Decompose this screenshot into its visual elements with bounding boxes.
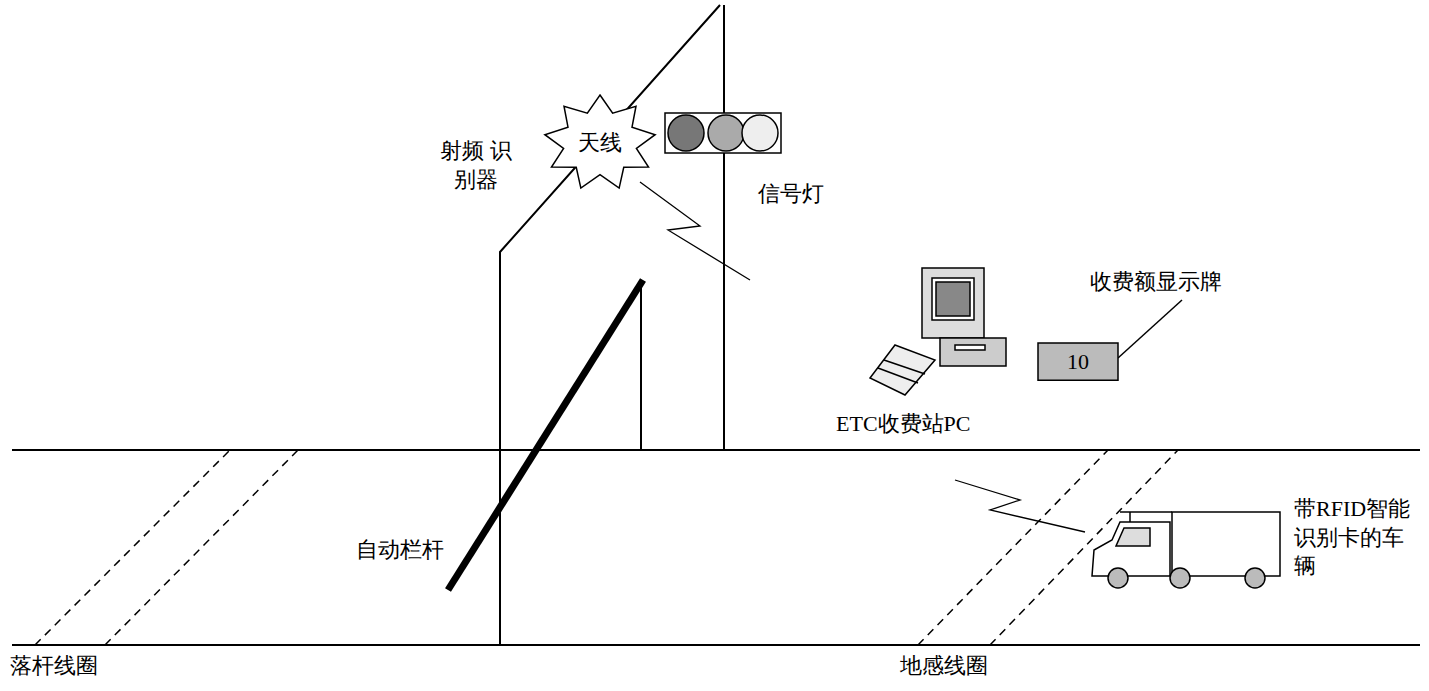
barrier-post [640,282,642,450]
node-text: 天线 [578,128,622,158]
fee-display-box: 10 [1038,343,1118,380]
antenna-gantry [500,5,720,645]
road-edge [12,449,1420,451]
signal-light [665,113,781,153]
part-label: 自动栏杆 [356,536,466,565]
part-label: 带RFID智能识别卡的车辆 [1294,495,1422,581]
ground-coil [990,450,1178,645]
road-edge [12,644,1420,646]
automatic-barrier [448,280,643,590]
truck-icon [1092,512,1280,588]
ground-coil [918,450,1108,645]
part-label: 信号灯 [758,180,848,209]
drop-coil [105,450,298,645]
node-text: 10 [1067,349,1089,375]
part-label: ETC收费站PC [836,410,1036,439]
part-label: 落杆线圈 [10,652,120,681]
signal-pole [723,5,725,450]
part-label: 地感线圈 [900,652,1010,681]
drop-coil [35,450,230,645]
computer-icon [870,268,1006,395]
part-label: 收费额显示牌 [1090,268,1250,297]
part-label: 射频 识别器 [436,137,516,194]
radio-wave [955,480,1085,532]
antenna-starburst: 天线 [544,95,656,191]
leader-line [1118,300,1182,358]
radio-wave [640,182,750,280]
